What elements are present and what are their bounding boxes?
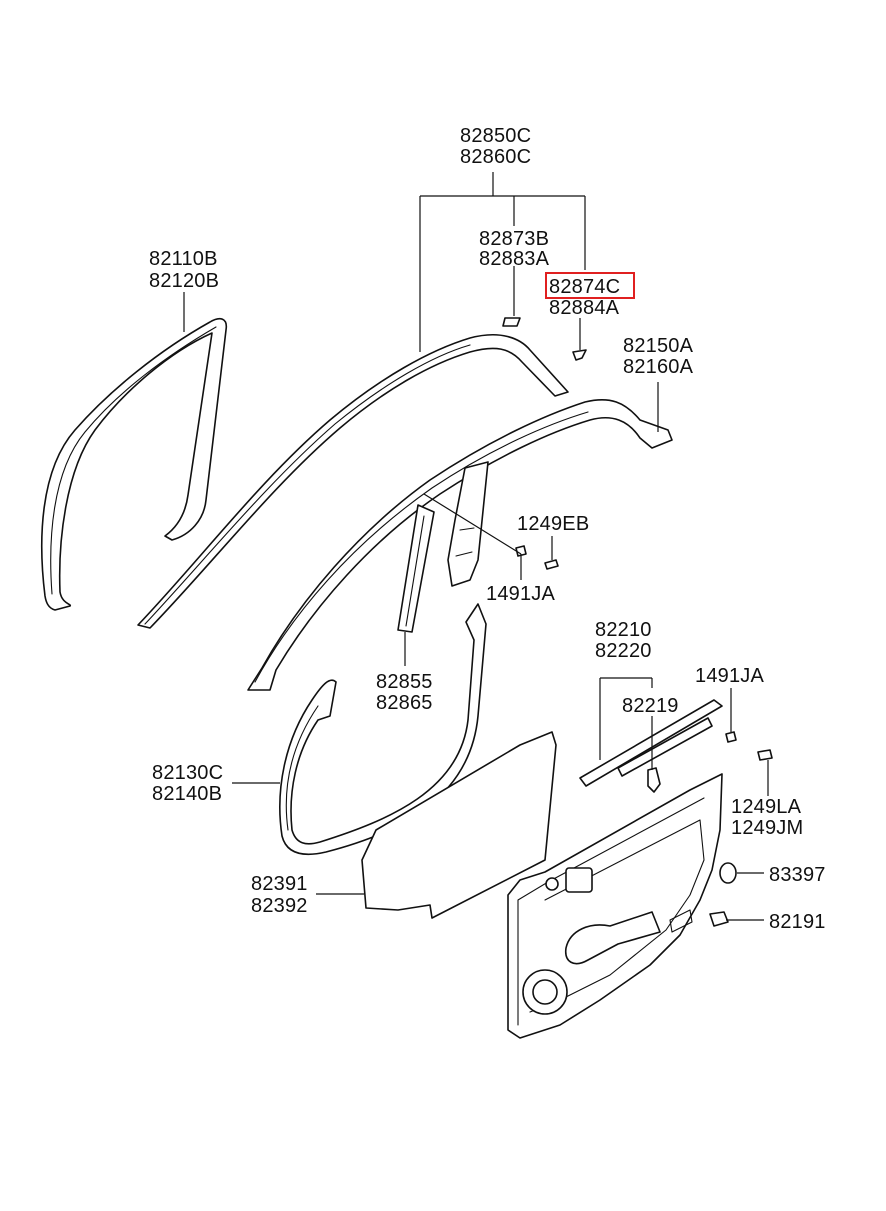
plug-82191-part bbox=[709, 911, 729, 927]
label-1491ja-a[interactable]: 1491JA bbox=[486, 583, 555, 605]
door-trim-panel-part bbox=[507, 773, 723, 1039]
label-83397[interactable]: 83397 bbox=[769, 864, 826, 886]
window-run-channel-part bbox=[40, 317, 228, 611]
label-1491ja-b[interactable]: 1491JA bbox=[695, 665, 764, 687]
label-82219[interactable]: 82219 bbox=[622, 695, 679, 717]
screw-1249la-part bbox=[757, 749, 773, 761]
cap-83397-part bbox=[719, 862, 737, 884]
belt-weatherstrip-part bbox=[579, 699, 723, 787]
label-82160a[interactable]: 82160A bbox=[623, 356, 694, 378]
label-82884a[interactable]: 82884A bbox=[549, 297, 620, 319]
screw-1249eb-part bbox=[544, 559, 559, 570]
label-82391[interactable]: 82391 bbox=[251, 873, 308, 895]
label-82850c[interactable]: 82850C bbox=[460, 125, 531, 147]
pillar-garnish-part bbox=[397, 504, 435, 633]
label-82860c[interactable]: 82860C bbox=[460, 146, 531, 168]
label-1249eb[interactable]: 1249EB bbox=[517, 513, 589, 535]
label-82392[interactable]: 82392 bbox=[251, 895, 308, 917]
door-frame-trim-part bbox=[247, 398, 673, 691]
clip-1491ja-b-part bbox=[725, 731, 737, 743]
label-82883a[interactable]: 82883A bbox=[479, 248, 550, 270]
label-82120b[interactable]: 82120B bbox=[149, 270, 219, 292]
clip-82874c-part bbox=[572, 349, 587, 361]
label-82855[interactable]: 82855 bbox=[376, 671, 433, 693]
highlight-box bbox=[545, 272, 635, 299]
pillar-trim-part bbox=[447, 461, 489, 587]
label-82873b[interactable]: 82873B bbox=[479, 228, 549, 250]
clip-82219-part bbox=[647, 767, 661, 793]
roof-weatherstrip-part bbox=[137, 334, 569, 629]
sealing-sheet-part bbox=[361, 731, 557, 919]
label-82220[interactable]: 82220 bbox=[595, 640, 652, 662]
clip-82873b-part bbox=[502, 317, 521, 327]
clip-1491ja-a-part bbox=[515, 545, 527, 557]
label-82191[interactable]: 82191 bbox=[769, 911, 826, 933]
leader-lines bbox=[183, 172, 769, 921]
label-1249la[interactable]: 1249LA bbox=[731, 796, 802, 818]
label-1249jm[interactable]: 1249JM bbox=[731, 817, 803, 839]
label-82130c[interactable]: 82130C bbox=[152, 762, 223, 784]
label-82140b[interactable]: 82140B bbox=[152, 783, 222, 805]
label-82150a[interactable]: 82150A bbox=[623, 335, 694, 357]
label-82110b[interactable]: 82110B bbox=[149, 248, 218, 270]
label-82865[interactable]: 82865 bbox=[376, 692, 433, 714]
label-82210[interactable]: 82210 bbox=[595, 619, 652, 641]
label-82874c[interactable]: 82874C bbox=[549, 276, 620, 298]
